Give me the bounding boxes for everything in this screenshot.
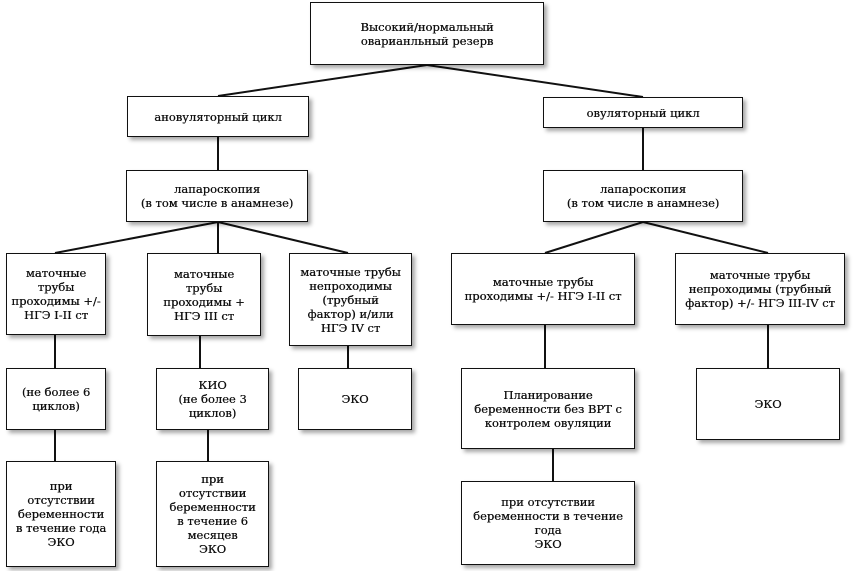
node-pregnancy-planning: Планирование беременности без ВРТ с конт… [461,368,635,449]
node-laparoscopy-left: лапароскопия (в том числе в анамнезе) [126,170,308,222]
connector [217,64,428,97]
node-anovulatory-cycle: ановуляторный цикл [127,96,309,137]
node-tubes-patent-ngе-1-2: маточные трубы проходимы +/- НГЭ I-II ст [6,253,106,335]
connector [217,221,349,254]
node-laparoscopy-right: лапароскопия (в том числе в анамнезе) [543,170,743,222]
connector [642,221,769,254]
connector [544,221,644,254]
connector [54,221,219,254]
node-eko-left: ЭКО [298,368,412,430]
node-no-pregnancy-year-left: при отсутствии беременности в течение го… [6,461,116,567]
node-no-pregnancy-year-right: при отсутствии беременности в течение го… [461,481,635,565]
node-kio: КИО (не более 3 циклов) [156,368,269,430]
node-tubes-blocked-right: маточные трубы непроходимы (трубный факт… [675,253,845,325]
node-root: Высокий/нормальный оварианльный резерв [310,2,544,65]
node-eko-right: ЭКО [696,368,840,440]
node-tubes-patent-right: маточные трубы проходимы +/- НГЭ I-II ст [451,253,635,325]
node-tubes-blocked-left: маточные трубы непроходимы (трубный факт… [289,253,412,346]
node-ovulatory-cycle: овуляторный цикл [543,97,743,128]
connector [426,64,644,98]
node-no-pregnancy-6-months: при отсутствии беременности в течение 6 … [156,461,269,567]
node-max-6-cycles: (не более 6 циклов) [6,368,106,430]
node-tubes-patent-ngе-3: маточные трубы проходимы + НГЭ III ст [147,253,261,336]
